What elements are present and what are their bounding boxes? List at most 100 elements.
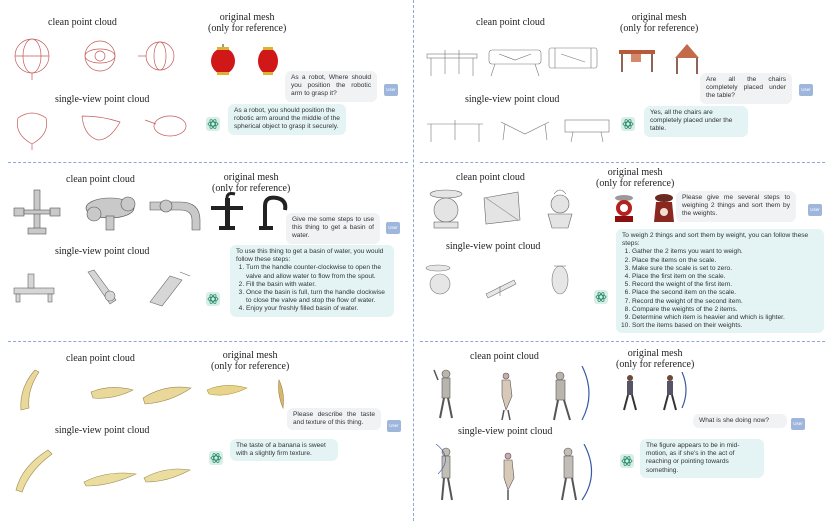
answer-step: Place the first item on the scale. (632, 273, 818, 281)
mesh-label-line1: original mesh (223, 172, 279, 183)
ai-avatar (594, 290, 608, 304)
answer-intro: To weigh 2 things and sort them by weigh… (622, 232, 809, 248)
answer-step: Place the items on the scale. (632, 257, 818, 265)
answer-bubble: Yes, all the chairs are completely place… (644, 106, 748, 137)
single-view-label: single-view point cloud (446, 241, 541, 252)
answer-bubble: To use this thing to get a basin of wate… (230, 245, 394, 317)
answer-step: Record the weight of the first item. (632, 281, 818, 289)
answer-step: Place the second item on the scale. (632, 289, 818, 297)
clean-point-cloud-label: clean point cloud (476, 17, 545, 28)
banana-single-view-point-clouds (15, 449, 191, 493)
original-mesh-label: original mesh (only for reference) (211, 350, 289, 372)
table-single-view-point-clouds (427, 119, 610, 143)
answer-bubble: The taste of a banana is sweet with a sl… (230, 439, 338, 462)
mesh-label-line1: original mesh (222, 350, 278, 361)
single-view-label: single-view point cloud (55, 246, 150, 257)
question-bubble: Please give me several steps to weighing… (676, 191, 796, 222)
answer-steps: Turn the handle counter-clockwise to ope… (236, 264, 388, 313)
user-avatar: User (387, 420, 401, 432)
horizontal-divider-left-1 (8, 162, 408, 163)
mesh-label-line2: (only for reference) (616, 359, 695, 370)
ai-avatar (620, 454, 634, 468)
ai-avatar (206, 292, 220, 306)
mesh-label-line1: original mesh (607, 167, 663, 178)
mesh-label-line1: original mesh (219, 12, 275, 23)
user-avatar: User (384, 84, 398, 96)
answer-step: Compare the weights of the 2 items. (632, 306, 818, 314)
banana-mesh-images (206, 379, 284, 410)
mesh-label-line2: (only for reference) (208, 23, 287, 34)
original-mesh-label: original mesh (only for reference) (212, 172, 290, 194)
faucet-single-view-point-clouds (13, 269, 191, 307)
answer-bubble: The figure appears to be in mid-motion, … (640, 439, 764, 478)
answer-bubble: As a robot, you should position the robo… (228, 104, 346, 135)
mesh-label-line2: (only for reference) (620, 23, 699, 34)
answer-step: Determine which item is heavier and whic… (632, 314, 818, 322)
scale-single-view-point-clouds (425, 264, 569, 299)
scale-clean-point-clouds (429, 189, 573, 229)
answer-intro: To use this thing to get a basin of wate… (236, 248, 384, 264)
question-bubble: Are all the chairs completely placed und… (700, 73, 792, 104)
ai-avatar (621, 117, 635, 131)
archer-clean-point-clouds (433, 366, 590, 421)
answer-bubble: To weigh 2 things and sort them by weigh… (616, 229, 824, 334)
table-clean-point-clouds (426, 47, 598, 77)
horizontal-divider-left-2 (8, 341, 408, 342)
single-view-label: single-view point cloud (55, 425, 150, 436)
answer-step: Sort the items based on their weights. (632, 322, 818, 330)
answer-step: Fill the basin with water. (246, 281, 388, 289)
vertical-divider (413, 0, 414, 521)
faucet-mesh-images (211, 192, 288, 230)
answer-step: Make sure the scale is set to zero. (632, 265, 818, 273)
mesh-label-line1: original mesh (627, 348, 683, 359)
user-avatar: User (386, 222, 400, 234)
lantern-single-view-point-clouds (16, 112, 187, 150)
user-avatar: User (799, 84, 813, 96)
ai-avatar (206, 117, 220, 131)
clean-point-cloud-label: clean point cloud (48, 17, 117, 28)
atom-icon (622, 119, 634, 129)
atom-icon (210, 453, 222, 463)
atom-icon (207, 119, 219, 129)
clean-point-cloud-label: clean point cloud (66, 174, 135, 185)
original-mesh-label: original mesh (only for reference) (596, 167, 674, 189)
answer-step: Gather the 2 items you want to weigh. (632, 248, 818, 256)
user-avatar: User (791, 418, 805, 430)
mesh-label-line2: (only for reference) (211, 361, 290, 372)
clean-point-cloud-label: clean point cloud (66, 353, 135, 364)
answer-step: Enjoy your freshly filled basin of water… (246, 305, 388, 313)
horizontal-divider-right-2 (420, 341, 825, 342)
horizontal-divider-right-1 (420, 162, 825, 163)
clean-point-cloud-label: clean point cloud (470, 351, 539, 362)
single-view-label: single-view point cloud (465, 94, 560, 105)
atom-icon (207, 294, 219, 304)
scale-mesh-images (615, 194, 674, 222)
question-bubble: As a robot, Where should you position th… (285, 71, 377, 102)
mesh-label-line2: (only for reference) (212, 183, 291, 194)
single-view-label: single-view point cloud (458, 426, 553, 437)
ai-avatar (209, 451, 223, 465)
clean-point-cloud-label: clean point cloud (456, 172, 525, 183)
atom-icon (595, 292, 607, 302)
archer-mesh-images (623, 372, 687, 411)
atom-icon (621, 456, 633, 466)
user-avatar: User (808, 204, 822, 216)
answer-step: Turn the handle counter-clockwise to ope… (246, 264, 388, 280)
original-mesh-label: original mesh (only for reference) (616, 348, 694, 370)
mesh-label-line1: original mesh (631, 12, 687, 23)
answer-step: Once the basin is full, turn the handle … (246, 289, 388, 305)
original-mesh-label: original mesh (only for reference) (208, 12, 286, 34)
answer-steps: Gather the 2 items you want to weigh. Pl… (622, 248, 818, 330)
banana-clean-point-clouds (20, 369, 192, 411)
lantern-clean-point-clouds (14, 38, 175, 80)
lantern-mesh-images (211, 44, 278, 75)
archer-single-view-point-clouds (435, 444, 593, 501)
answer-step: Record the weight of the second item. (632, 298, 818, 306)
mesh-label-line2: (only for reference) (596, 178, 675, 189)
single-view-label: single-view point cloud (55, 94, 150, 105)
question-bubble: What is she doing now? (693, 414, 787, 429)
table-mesh-images (619, 44, 699, 74)
faucet-clean-point-clouds (13, 189, 201, 235)
original-mesh-label: original mesh (only for reference) (620, 12, 698, 34)
question-bubble: Please describe the taste and texture of… (287, 408, 381, 431)
